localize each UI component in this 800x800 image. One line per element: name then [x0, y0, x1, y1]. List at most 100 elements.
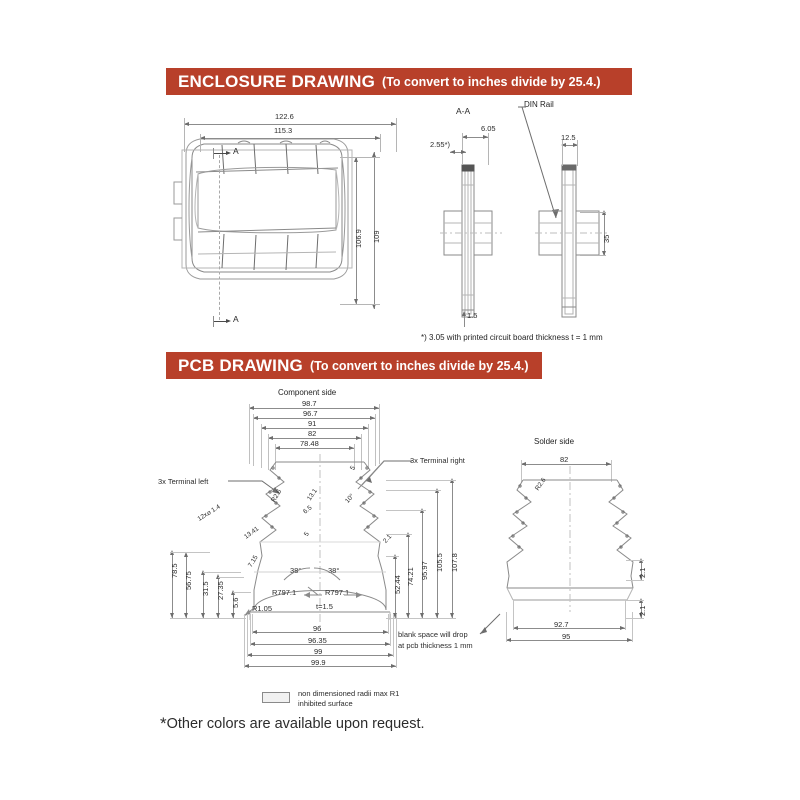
dim-line-7848 [275, 448, 354, 449]
ext-line [200, 134, 201, 152]
dim-label-pcb-right-2: 74.21 [406, 567, 415, 586]
ext-line [340, 157, 380, 158]
dim-label-pcb-right-5: 107.8 [450, 553, 459, 572]
r105-leader [240, 598, 280, 620]
ext-line [580, 212, 606, 213]
dim-arrow [363, 426, 368, 430]
dim-arrow [435, 613, 439, 618]
dim-arrow [354, 299, 358, 304]
dim-arrow [200, 136, 205, 140]
dim-line-927 [513, 628, 625, 629]
ext-line [380, 134, 381, 152]
dim-label-solder-outer: 95 [562, 632, 571, 641]
dim-line-56 [233, 592, 234, 618]
dim-arrow [573, 143, 578, 147]
ext-line [340, 304, 380, 305]
dim-label-section-offset: 2.55*) [430, 140, 451, 149]
ext-line [488, 133, 489, 165]
enclosure-side-view [535, 164, 615, 318]
dim-arrow [462, 135, 467, 139]
dim-label-r797-left: R797.1 [272, 588, 297, 597]
pcb-solder-side-outline [505, 476, 635, 616]
section-mark-a-top: A [233, 146, 239, 156]
ext-line [386, 618, 456, 619]
section-tick [213, 148, 214, 159]
ext-line [233, 592, 251, 593]
enclosure-section-aa [440, 164, 510, 318]
dim-line-1069 [356, 157, 357, 304]
terminal-right-leader [336, 459, 414, 495]
dim-label-hole-callout: 12x⌀ 1.4 [196, 503, 222, 523]
section-view-label: A-A [456, 106, 471, 116]
dim-arrow [383, 630, 388, 634]
dim-arrow [606, 462, 611, 466]
pcb-section-banner: PCB DRAWING (To convert to inches divide… [166, 352, 542, 379]
ext-line [184, 118, 185, 152]
ext-line [249, 404, 250, 464]
ext-line [244, 614, 245, 668]
dim-label-pcb-bottom-3: 99 [314, 647, 323, 656]
pcb-subtitle: (To convert to inches divide by 25.4.) [309, 358, 529, 373]
dim-arrow [216, 574, 220, 579]
dim-arrow [349, 446, 354, 450]
section-tick [213, 316, 214, 327]
dim-label-pcb-left-4: 27.35 [216, 581, 225, 600]
ext-line [170, 552, 210, 553]
r797-leaders [304, 583, 362, 598]
ext-line [375, 414, 376, 466]
dim-label-pcb-bottom-1: 96 [313, 624, 322, 633]
ext-line [462, 133, 463, 165]
section-arrow [226, 151, 231, 155]
dim-line-255 [450, 152, 466, 153]
pcb-thickness-label: t=1.5 [316, 602, 333, 611]
dim-arrow [231, 613, 235, 618]
enclosure-title: ENCLOSURE DRAWING [178, 71, 376, 91]
ext-line [611, 460, 612, 482]
ext-line [361, 434, 362, 470]
pcb-component-side-outline [240, 460, 400, 630]
ext-line [250, 614, 251, 646]
dim-line-9635 [250, 644, 390, 645]
dim-line-5244 [395, 556, 396, 618]
dim-arrow [216, 613, 220, 618]
dim-label-solder-step-bottom: 2.1 [638, 605, 647, 616]
ext-line [626, 580, 644, 581]
dim-line-91 [261, 428, 368, 429]
dim-line-5675 [186, 554, 187, 618]
dim-label-pcb-top-3: 91 [308, 419, 317, 428]
ext-line [393, 614, 394, 657]
section-arrow-line [214, 153, 228, 154]
dim-label-solder-step-top: 2.1 [638, 567, 647, 578]
ext-line [386, 556, 399, 557]
enclosure-footnote: *) 3.05 with printed circuit board thick… [421, 333, 603, 342]
ext-line [625, 600, 626, 630]
section-mark-a-bottom: A [233, 314, 239, 324]
dim-label-pcb-left-3: 31.5 [201, 581, 210, 596]
dim-line-35 [604, 212, 605, 256]
ext-line [396, 614, 397, 668]
dim-line-987 [249, 408, 379, 409]
dim-arrow [374, 406, 379, 410]
dim-line-96 [252, 632, 388, 633]
dim-arrow [252, 630, 257, 634]
ext-line [386, 534, 412, 535]
ext-line [390, 614, 391, 646]
ext-line [562, 140, 563, 166]
dim-arrow [201, 613, 205, 618]
dim-arrow [372, 304, 376, 309]
ext-line [386, 510, 426, 511]
dim-arrow [406, 613, 410, 618]
enclosure-section-banner: ENCLOSURE DRAWING (To convert to inches … [166, 68, 632, 95]
dim-line-605 [462, 137, 488, 138]
dim-line-785 [172, 552, 173, 618]
dim-arrow [461, 150, 466, 154]
dim-label-right-inner: 106.9 [354, 229, 363, 248]
section-cut-line [219, 155, 220, 320]
dim-arrow [391, 664, 396, 668]
dim-arrow [561, 143, 566, 147]
dim-arrow [268, 436, 273, 440]
blank-space-leader [478, 612, 518, 642]
ext-line [268, 434, 269, 470]
ext-line [632, 612, 633, 642]
